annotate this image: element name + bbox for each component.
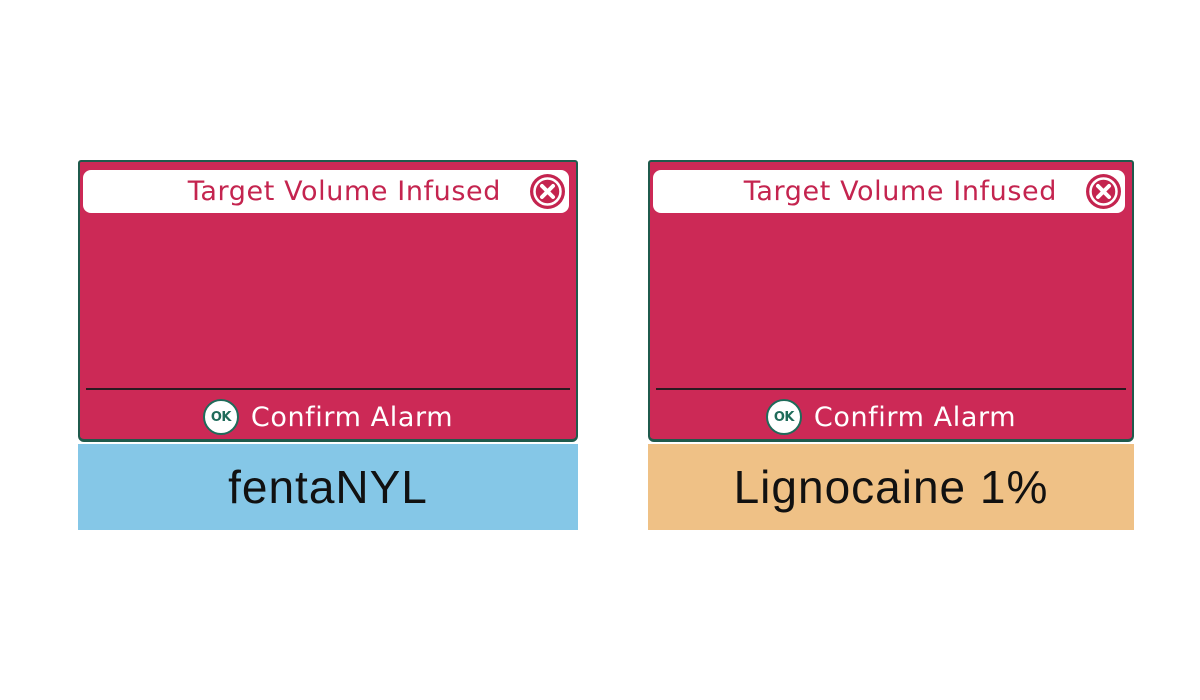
drug-name-bar: fentaNYL — [78, 444, 578, 530]
ok-icon: OK — [202, 399, 239, 435]
drug-name-bar: Lignocaine 1% — [648, 444, 1134, 530]
confirm-alarm-button[interactable]: OK Confirm Alarm — [650, 396, 1132, 438]
confirm-alarm-label: Confirm Alarm — [250, 401, 454, 433]
alarm-title: Target Volume Infused — [743, 176, 1057, 207]
alarm-title-bar: Target Volume Infused — [653, 170, 1125, 213]
alarm-divider — [656, 388, 1126, 390]
close-icon[interactable] — [1086, 174, 1121, 209]
alarm-panel: Target Volume Infused OK Confirm Alarm — [648, 160, 1134, 442]
pump-display-fentanyl: Target Volume Infused OK Confirm Alarm f… — [78, 160, 578, 530]
ok-icon: OK — [765, 399, 802, 435]
alarm-title-bar: Target Volume Infused — [83, 170, 569, 213]
drug-name: Lignocaine 1% — [733, 461, 1049, 513]
alarm-title: Target Volume Infused — [187, 176, 501, 207]
drug-name: fentaNYL — [228, 461, 428, 513]
pump-display-lignocaine: Target Volume Infused OK Confirm Alarm L… — [648, 160, 1134, 530]
close-icon[interactable] — [530, 174, 565, 209]
ok-icon-text: OK — [210, 409, 232, 425]
confirm-alarm-label: Confirm Alarm — [813, 401, 1017, 433]
ok-icon-text: OK — [773, 409, 795, 425]
alarm-divider — [86, 388, 570, 390]
alarm-panel: Target Volume Infused OK Confirm Alarm — [78, 160, 578, 442]
confirm-alarm-button[interactable]: OK Confirm Alarm — [80, 396, 576, 438]
